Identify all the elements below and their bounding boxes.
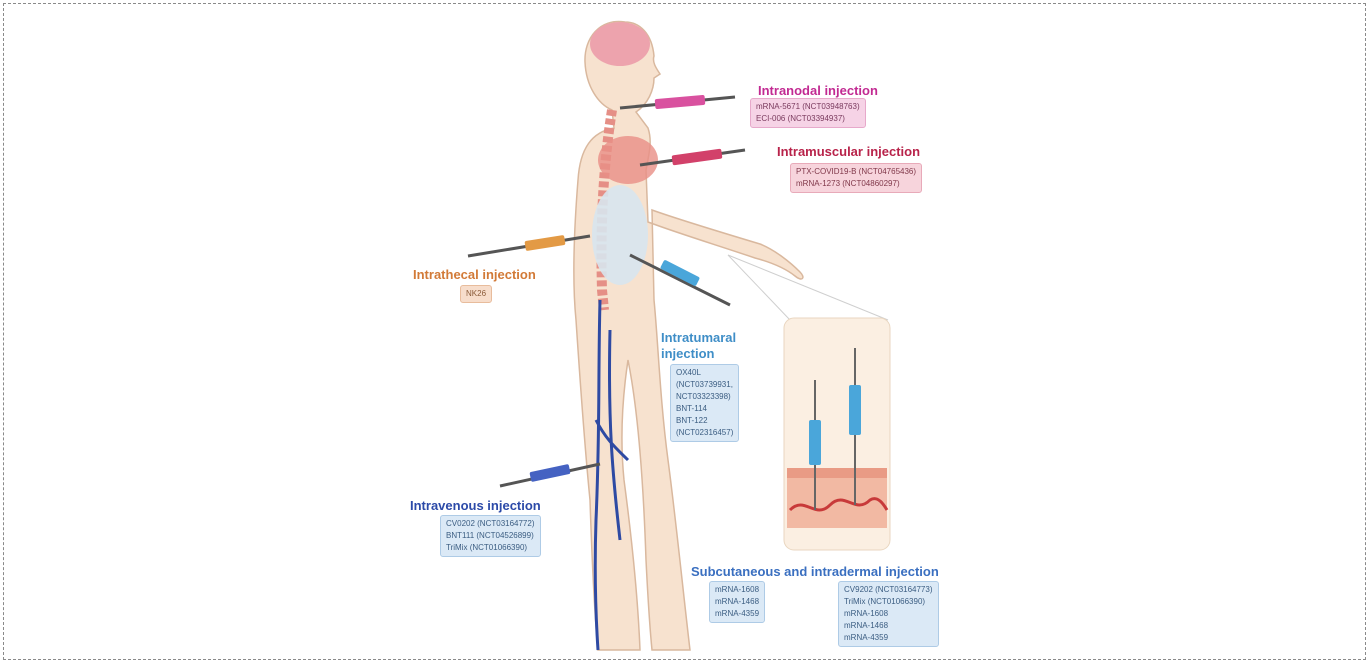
list-item: CV9202 (NCT03164773) — [844, 584, 933, 596]
list-item: TriMix (NCT01066390) — [446, 542, 535, 554]
list-item: PTX-COVID19-B (NCT04765436) — [796, 166, 916, 178]
list-item: mRNA-1608 — [715, 584, 759, 596]
skin-cross-section — [784, 318, 890, 550]
list-item: BNT-122 — [676, 415, 733, 427]
syringe-icon — [500, 464, 600, 486]
intravenous-title: Intravenous injection — [410, 498, 541, 514]
list-item: mRNA-1608 — [844, 608, 933, 620]
list-item: TriMix (NCT01066390) — [844, 596, 933, 608]
intratumoral-list: OX40L (NCT03739931, NCT03323398) BNT-114… — [670, 364, 739, 442]
intranodal-title: Intranodal injection — [758, 83, 878, 99]
intramuscular-list: PTX-COVID19-B (NCT04765436) mRNA-1273 (N… — [790, 163, 922, 193]
list-item: (NCT03739931, — [676, 379, 733, 391]
list-item: (NCT02316457) — [676, 427, 733, 439]
list-item: OX40L — [676, 367, 733, 379]
list-item: CV0202 (NCT03164772) — [446, 518, 535, 530]
intrathecal-title: Intrathecal injection — [413, 267, 536, 283]
intravenous-list: CV0202 (NCT03164772) BNT111 (NCT04526899… — [440, 515, 541, 557]
subcutaneous-list-right: CV9202 (NCT03164773) TriMix (NCT01066390… — [838, 581, 939, 647]
list-item: mRNA-4359 — [715, 608, 759, 620]
list-item: NCT03323398) — [676, 391, 733, 403]
intratumoral-title: Intratumaral — [661, 330, 736, 346]
list-item: mRNA-1273 (NCT04860297) — [796, 178, 916, 190]
list-item: mRNA-4359 — [844, 632, 933, 644]
intrathecal-list: NK26 — [460, 285, 492, 303]
list-item: mRNA-5671 (NCT03948763) — [756, 101, 860, 113]
list-item: NK26 — [466, 288, 486, 300]
lung-icon — [592, 185, 648, 285]
list-item: mRNA-1468 — [844, 620, 933, 632]
intratumoral-title-line2: injection — [661, 346, 714, 362]
syringe-icon — [468, 235, 590, 256]
list-item: BNT-114 — [676, 403, 733, 415]
subcutaneous-list-left: mRNA-1608 mRNA-1468 mRNA-4359 — [709, 581, 765, 623]
list-item: mRNA-1468 — [715, 596, 759, 608]
intranodal-list: mRNA-5671 (NCT03948763) ECI-006 (NCT0339… — [750, 98, 866, 128]
intramuscular-title: Intramuscular injection — [777, 144, 920, 160]
subcutaneous-title: Subcutaneous and intradermal injection — [691, 564, 939, 580]
deltoid-muscle-icon — [598, 136, 658, 184]
list-item: BNT111 (NCT04526899) — [446, 530, 535, 542]
brain-icon — [590, 22, 650, 66]
list-item: ECI-006 (NCT03394937) — [756, 113, 860, 125]
